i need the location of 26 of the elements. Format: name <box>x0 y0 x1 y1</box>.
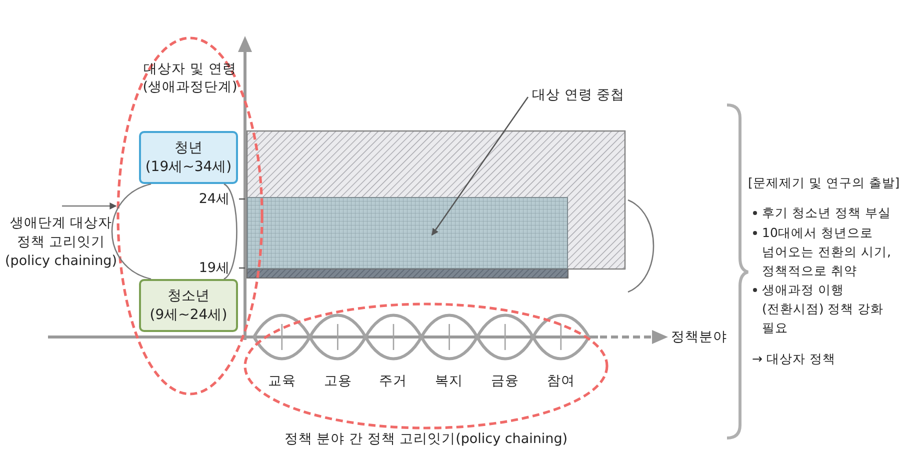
category-label: 교육 <box>267 372 297 391</box>
axis-title: 대상자 및 연령 (생애과정단계) <box>142 60 238 96</box>
annotation-text: 생애단계 대상자 정책 고리잇기 (policy chaining) <box>4 214 118 271</box>
tick-label: 24세 <box>198 190 230 209</box>
bullet-text: 후기 청소년 정책 부실 <box>762 204 892 222</box>
age-group-box: 청소년 (9세~24세) <box>139 279 238 332</box>
bullet-text: 10대에서 청년으로 넘어오는 전환의 시기, 정책적으로 취약 <box>762 224 892 280</box>
dashed-ellipse <box>116 36 264 396</box>
connector-arc <box>111 183 152 280</box>
leader-line <box>431 96 529 236</box>
category-label: 복지 <box>434 372 464 391</box>
category-label: 금융 <box>490 372 520 391</box>
category-label: 참여 <box>546 372 576 391</box>
bullet-text: 생애과정 이행 (전환시점) 정책 강화 필요 <box>762 281 885 337</box>
category-label: 고용 <box>323 372 353 391</box>
category-label: 주거 <box>378 372 408 391</box>
axis-label: 정책분야 <box>671 328 728 347</box>
section-heading: [문제제기 및 연구의 출발] <box>748 174 901 192</box>
callout-text: 대상 연령 중첩 <box>532 85 652 107</box>
connector-arc <box>224 184 238 280</box>
overlap-box <box>247 197 568 269</box>
ellipse-label: 정책 분야 간 정책 고리잇기(policy chaining) <box>283 430 569 448</box>
age-group-box: 청년 (19세~34세) <box>139 131 238 184</box>
arrow <box>62 202 117 210</box>
conclusion-text: → 대상자 정책 <box>752 350 836 368</box>
tick-label: 19세 <box>198 259 230 278</box>
